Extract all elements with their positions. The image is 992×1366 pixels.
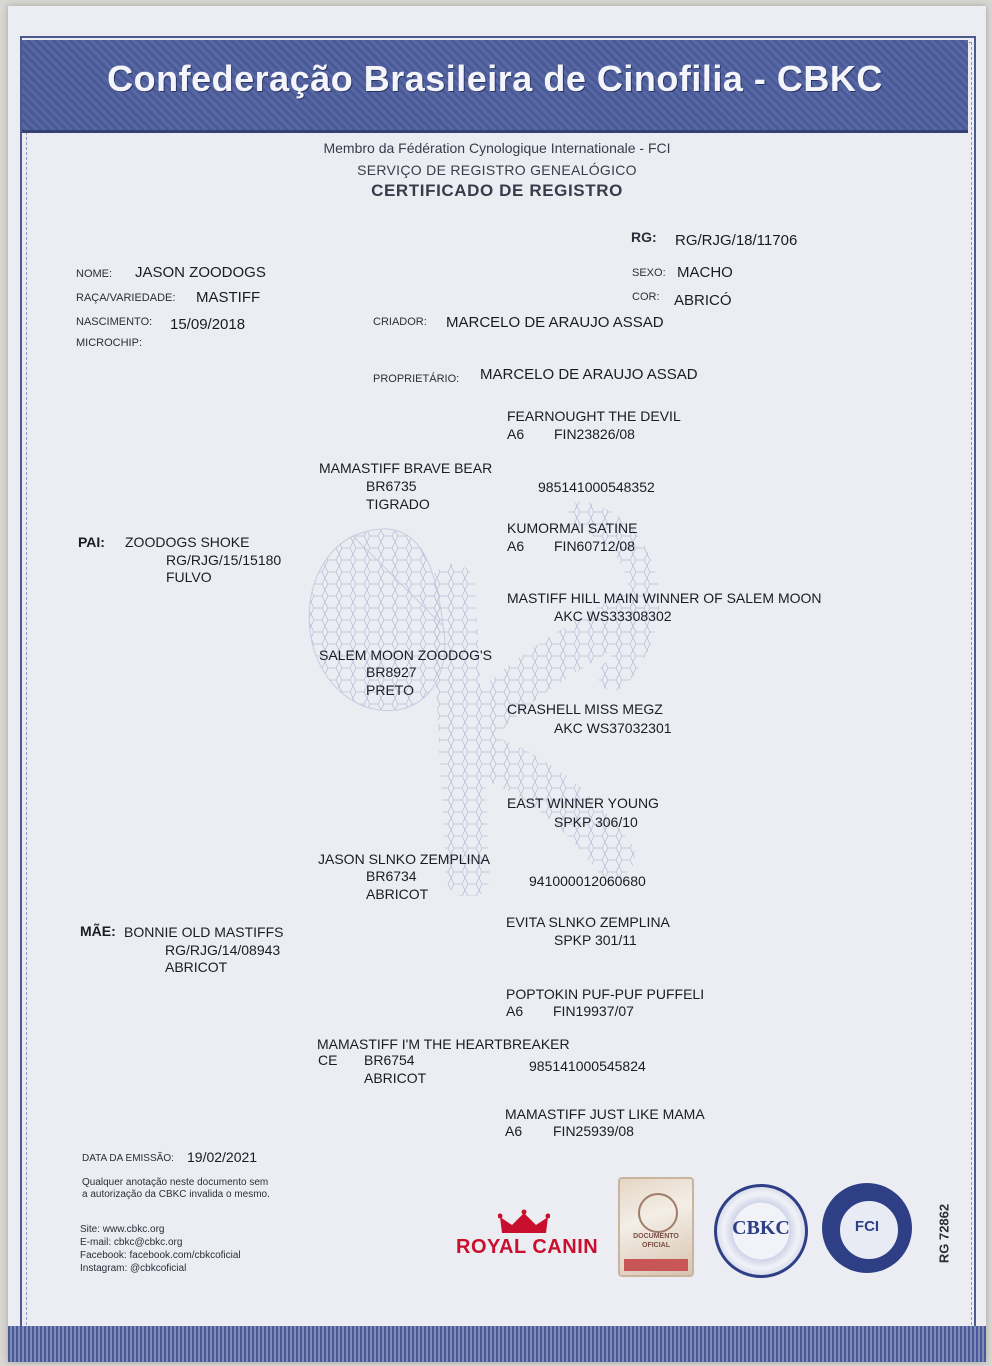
mae-color: ABRICOT: [165, 959, 228, 975]
sexo-value: MACHO: [677, 264, 733, 281]
ggp3-name: MASTIFF HILL MAIN WINNER OF SALEM MOON: [507, 590, 822, 606]
nome-label: NOME:: [76, 268, 113, 280]
gp4-title: CE: [318, 1052, 338, 1068]
fci-seal-text: FCI: [854, 1218, 880, 1235]
rg-vertical-code: RG 72862: [936, 1203, 952, 1264]
member-line: Membro da Fédération Cynologique Interna…: [323, 140, 671, 156]
pai-label: PAI:: [78, 534, 105, 550]
royal-canin-logo: ROYAL CANIN: [456, 1236, 599, 1258]
seal-emblem-icon: [638, 1193, 678, 1233]
fci-globe-icon: [838, 1199, 900, 1261]
gp2-color: PRETO: [366, 682, 414, 698]
criador-value: MARCELO DE ARAUJO ASSAD: [446, 314, 664, 331]
banner-title: Confederação Brasileira de Cinofilia - C…: [107, 58, 883, 99]
ggp6-reg: SPKP 301/11: [554, 932, 637, 948]
gp4-reg: BR6754: [364, 1052, 415, 1068]
cbkc-seal-icon: CBKC: [714, 1184, 808, 1278]
note-line-2: a autorização da CBKC invalida o mesmo.: [82, 1189, 270, 1200]
certificate-sheet: Confederação Brasileira de Cinofilia - C…: [8, 6, 986, 1362]
site-text: Site: www.cbkc.org: [80, 1224, 165, 1235]
gp4-name: MAMASTIFF I'M THE HEARTBREAKER: [317, 1036, 570, 1052]
emissao-value: 19/02/2021: [187, 1149, 258, 1165]
ggp6-name: EVITA SLNKO ZEMPLINA: [506, 914, 670, 930]
mae-name: BONNIE OLD MASTIFFS: [124, 924, 284, 940]
raca-value: MASTIFF: [196, 289, 261, 306]
cor-value: ABRICÓ: [674, 292, 732, 309]
sexo-label: SEXO:: [632, 267, 666, 279]
pai-color: FULVO: [166, 569, 212, 585]
cor-label: COR:: [632, 291, 660, 303]
gp4-chip: 985141000545824: [529, 1058, 646, 1074]
gp3-color: ABRICOT: [366, 886, 429, 902]
ggp7-prefix: A6: [506, 1003, 524, 1019]
emissao-label: DATA DA EMISSÃO:: [82, 1153, 174, 1164]
ggp2-reg: FIN60712/08: [554, 538, 635, 554]
ggp4-reg: AKC WS37032301: [554, 720, 672, 736]
royal-canin-crown-icon: [498, 1209, 550, 1233]
facebook-text: Facebook: facebook.com/cbkcoficial: [80, 1250, 241, 1261]
gp3-chip: 941000012060680: [529, 873, 646, 889]
ggp8-prefix: A6: [505, 1123, 523, 1139]
gp1-color: TIGRADO: [366, 496, 430, 512]
ggp5-name: EAST WINNER YOUNG: [507, 795, 659, 811]
fci-seal-icon: FCI: [822, 1183, 912, 1273]
ggp3-reg: AKC WS33308302: [554, 608, 672, 624]
nome-value: JASON ZOODOGS: [135, 264, 266, 281]
seal-doc-line-1: DOCUMENTO: [633, 1233, 679, 1240]
seal-doc-line-2: OFICIAL: [642, 1242, 670, 1249]
gp2-reg: BR8927: [366, 664, 417, 680]
pai-reg: RG/RJG/15/15180: [166, 552, 282, 568]
ggp2-prefix: A6: [507, 538, 525, 554]
ggp5-reg: SPKP 306/10: [554, 814, 638, 830]
gp2-name: SALEM MOON ZOODOG'S: [319, 647, 493, 663]
ggp4-name: CRASHELL MISS MEGZ: [507, 701, 663, 717]
header-banner: Confederação Brasileira de Cinofilia - C…: [22, 40, 968, 133]
gp1-name: MAMASTIFF BRAVE BEAR: [319, 460, 493, 476]
pai-name: ZOODOGS SHOKE: [125, 534, 250, 550]
mae-reg: RG/RJG/14/08943: [165, 942, 281, 958]
nascimento-value: 15/09/2018: [170, 316, 246, 333]
rg-label: RG:: [631, 229, 657, 245]
ggp1-name: FEARNOUGHT THE DEVIL: [507, 408, 681, 424]
seal-red-strip: [624, 1259, 688, 1271]
gp1-reg: BR6735: [366, 478, 417, 494]
proprietario-label: PROPRIETÁRIO:: [373, 373, 460, 385]
gp4-color: ABRICOT: [364, 1070, 427, 1086]
ggp8-reg: FIN25939/08: [553, 1123, 634, 1139]
service-line: SERVIÇO DE REGISTRO GENEALÓGICO: [357, 162, 637, 178]
mae-label: MÃE:: [80, 923, 116, 939]
ggp8-name: MAMASTIFF JUST LIKE MAMA: [505, 1106, 705, 1122]
instagram-text: Instagram: @cbkcoficial: [80, 1263, 187, 1274]
gp1-chip: 985141000548352: [538, 479, 655, 495]
cbkc-seal-text: CBKC: [732, 1217, 790, 1239]
criador-label: CRIADOR:: [373, 316, 427, 328]
gp3-name: JASON SLNKO ZEMPLINA: [318, 851, 490, 867]
ggp2-name: KUMORMAI SATINE: [507, 520, 638, 536]
gp3-reg: BR6734: [366, 868, 417, 884]
microchip-label: MICROCHIP:: [76, 337, 142, 349]
raca-label: RAÇA/VARIEDADE:: [76, 292, 176, 304]
ggp1-reg: FIN23826/08: [554, 426, 635, 442]
proprietario-value: MARCELO DE ARAUJO ASSAD: [480, 366, 698, 383]
note-line-1: Qualquer anotação neste documento sem: [82, 1177, 269, 1188]
documento-oficial-seal: DOCUMENTO OFICIAL: [618, 1177, 694, 1277]
nascimento-label: NASCIMENTO:: [76, 316, 153, 328]
ggp1-prefix: A6: [507, 426, 525, 442]
document-title: CERTIFICADO DE REGISTRO: [371, 181, 623, 200]
bottom-security-band: [8, 1326, 986, 1362]
ggp7-reg: FIN19937/07: [553, 1003, 634, 1019]
ggp7-name: POPTOKIN PUF-PUF PUFFELI: [506, 986, 705, 1002]
rg-value: RG/RJG/18/11706: [675, 232, 798, 249]
cbkc-watermark-icon: [308, 501, 660, 896]
email-text: E-mail: cbkc@cbkc.org: [80, 1237, 183, 1248]
